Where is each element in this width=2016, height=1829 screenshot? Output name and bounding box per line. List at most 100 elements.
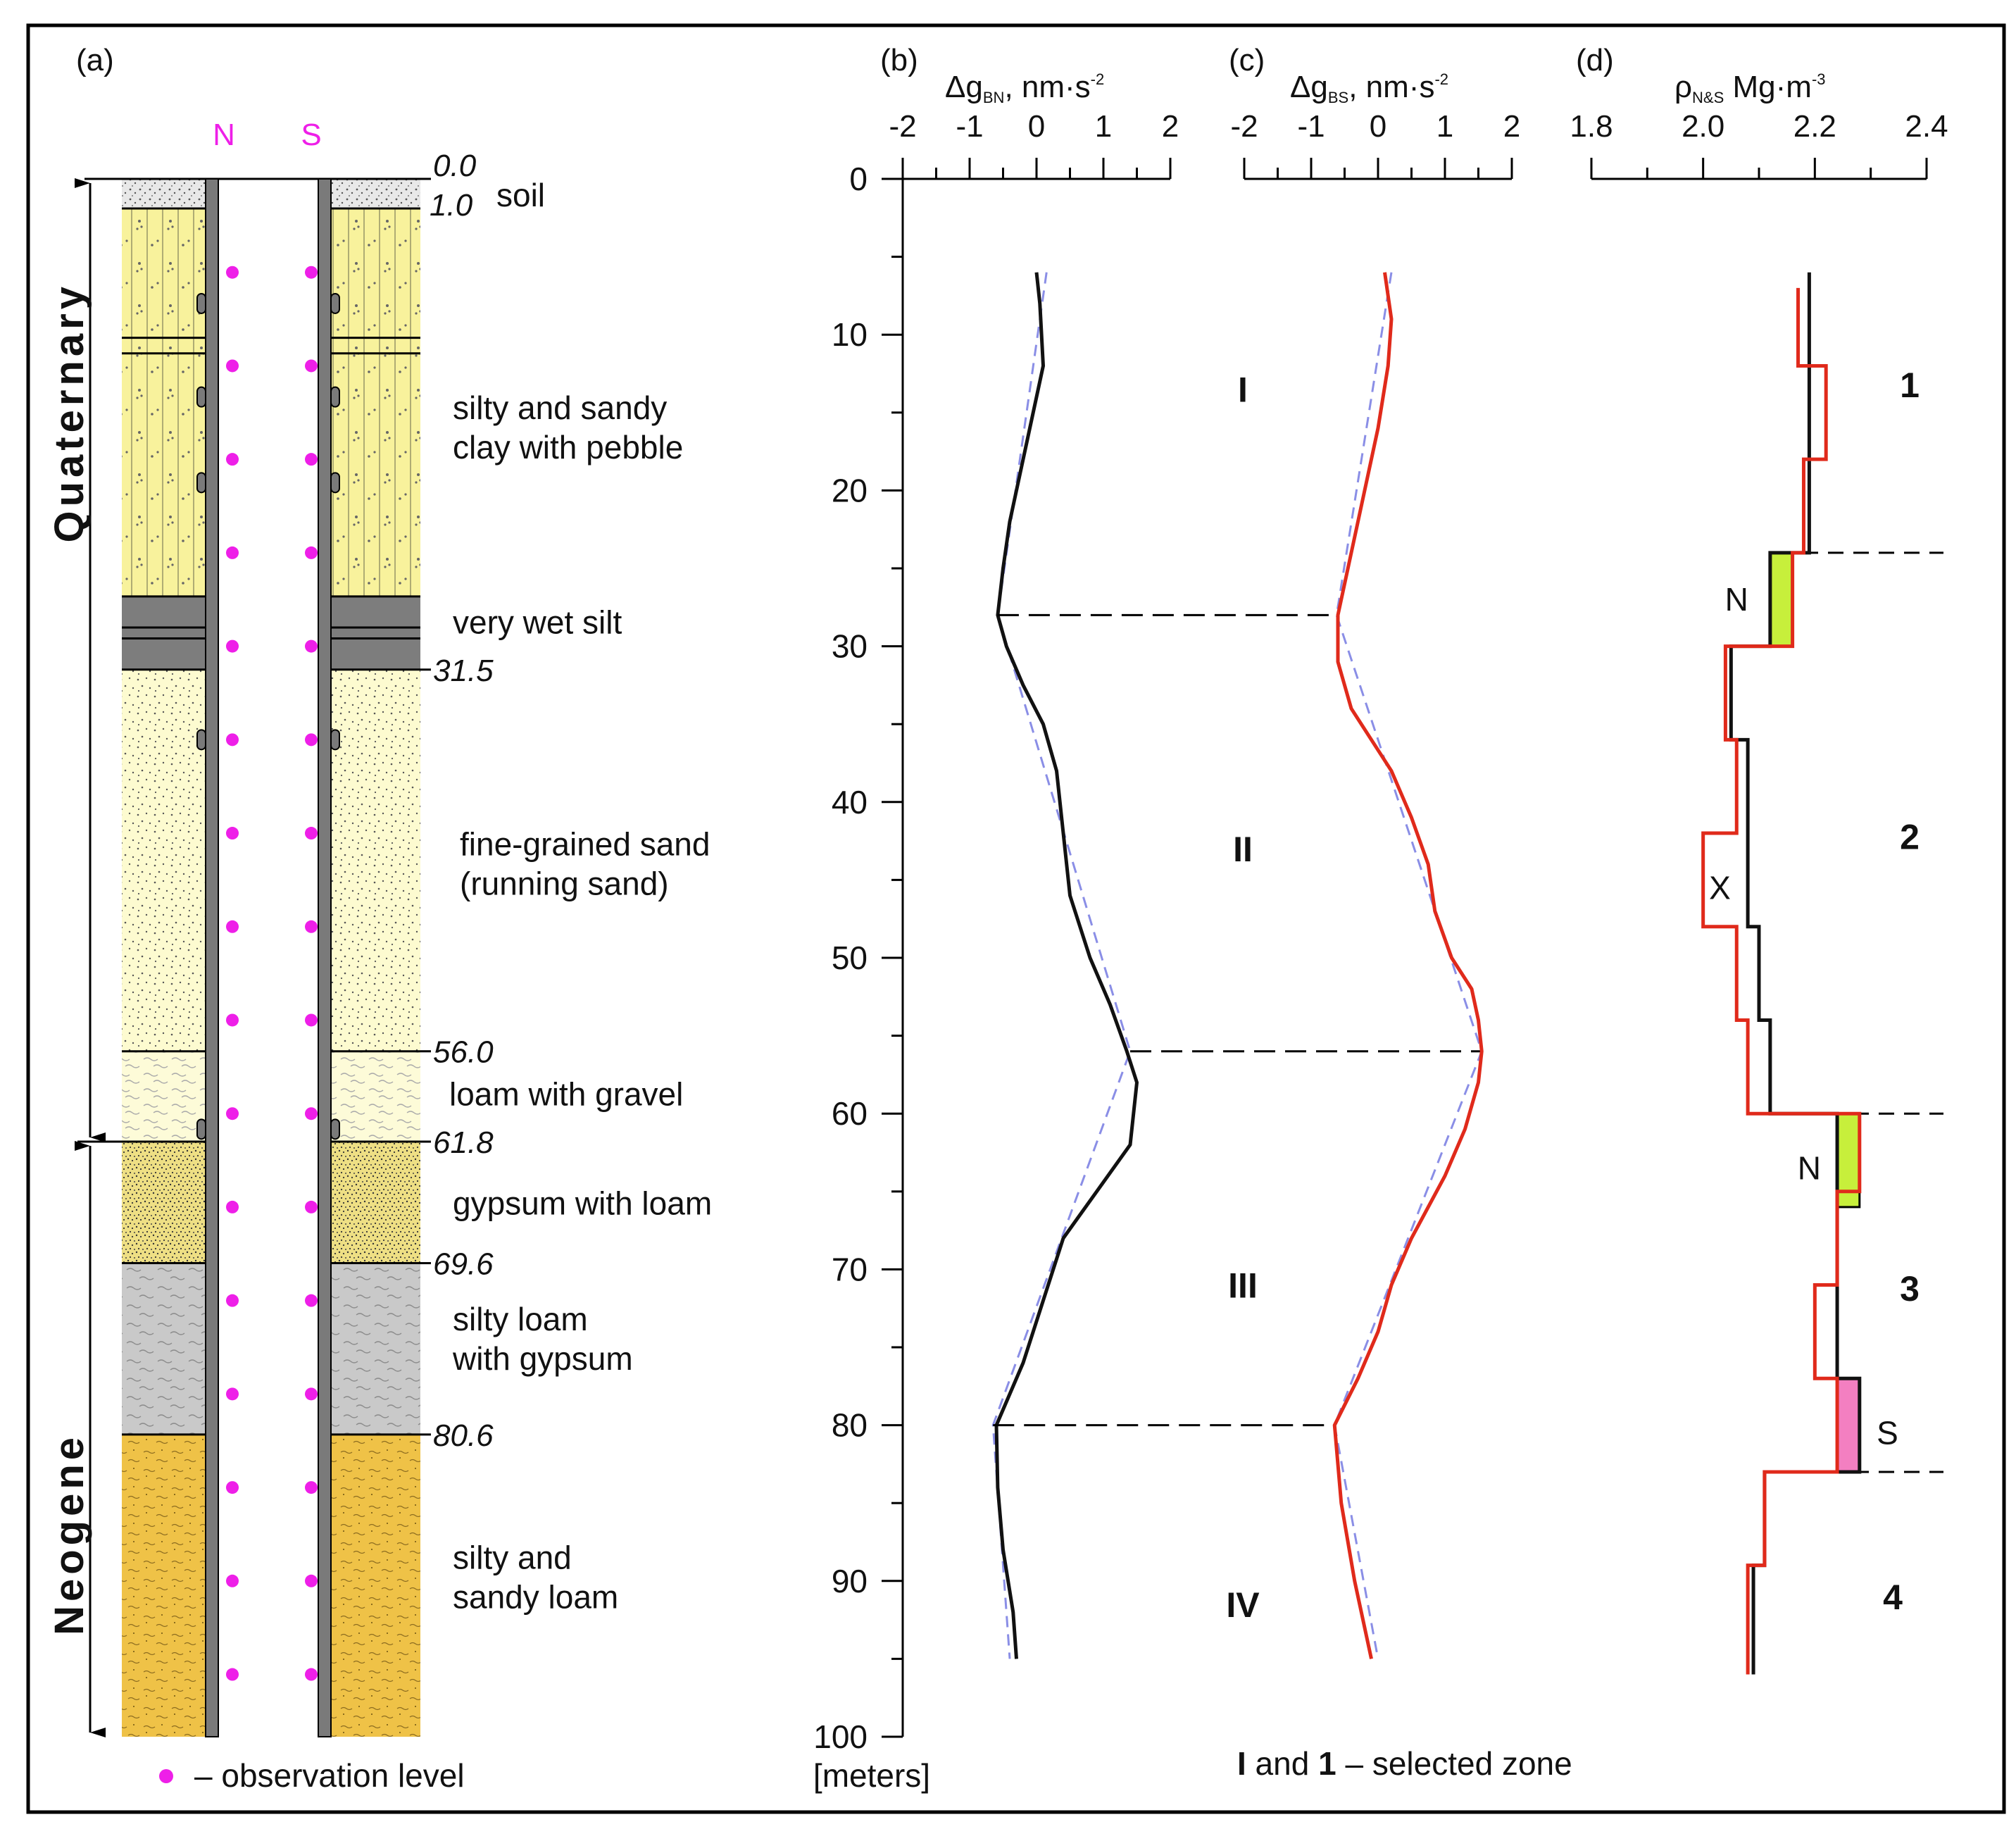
x-tick-label: -1: [1297, 109, 1325, 144]
footnote-rest: – selected zone: [1336, 1745, 1572, 1782]
borehole-n: [205, 178, 219, 1737]
x-tick-label: 0: [1028, 109, 1045, 144]
highlight-box-s: [1836, 1377, 1861, 1473]
x-tick-label: 1: [1095, 109, 1112, 144]
figure-frame: [26, 23, 2006, 1814]
layer-label-silty-sandy-clay: clay with pebble: [453, 429, 683, 466]
x-tick-label: 2.0: [1682, 109, 1724, 144]
depth-tick-label: 50: [832, 940, 868, 976]
depth-label: 31.5: [433, 654, 494, 688]
packer: [196, 472, 206, 494]
observation-dot-s: [305, 1013, 318, 1027]
depth-tick-label: 10: [832, 316, 868, 353]
layer-silty-sandy-loam-n: [122, 1434, 206, 1737]
observation-dot-s: [305, 1668, 318, 1681]
annotation-n: N: [1798, 1150, 1821, 1187]
layer-label-loam-with-gravel: loam with gravel: [449, 1076, 683, 1113]
wet-silt-band-n: [122, 596, 206, 628]
observation-dot-s: [305, 639, 318, 653]
panel-d-axis-unit: Mg·m: [1724, 70, 1812, 104]
layer-soil-n: [122, 179, 206, 209]
observation-dot-n: [226, 1294, 239, 1307]
layer-fine-grained-sand-n: [122, 669, 206, 1051]
panel-d-axis-exp: -3: [1812, 70, 1826, 88]
depth-label: 1.0: [430, 188, 473, 223]
observation-dot-n: [226, 639, 239, 653]
legend-text: – observation level: [194, 1757, 465, 1794]
observation-dots: [226, 266, 318, 1681]
depth-tick-label: 40: [832, 784, 868, 820]
observation-dot-n: [226, 1013, 239, 1027]
depth-label: 56.0: [433, 1035, 494, 1070]
depth-label: 61.8: [433, 1125, 494, 1160]
observation-dot-n: [226, 546, 239, 559]
layer-silty-loam-gypsum-n: [122, 1263, 206, 1435]
depth-tick-label: 0: [849, 161, 868, 197]
layer-label-silty-sandy-loam: silty and: [453, 1539, 572, 1575]
layer-loam-with-gravel-s: [331, 1051, 420, 1142]
observation-dot-s: [305, 1107, 318, 1121]
zone-label-arabic: 3: [1900, 1269, 1920, 1309]
well-label-n: N: [213, 118, 235, 152]
layer-silty-sandy-clay-n: [122, 208, 206, 597]
layer-label-silty-loam-gypsum: with gypsum: [452, 1340, 633, 1377]
observation-dot-n: [226, 1574, 239, 1587]
observation-dot-n: [226, 453, 239, 466]
packer: [196, 386, 206, 408]
depth-tick-label: 80: [832, 1407, 868, 1444]
x-tick-label: 1: [1436, 109, 1453, 144]
zone-label-roman: III: [1228, 1266, 1258, 1306]
x-tick-label: 2.4: [1905, 109, 1948, 144]
observation-dot-s: [305, 453, 318, 466]
annotation-n: N: [1725, 581, 1748, 618]
packer: [196, 729, 206, 751]
density-curve-s: [1701, 287, 1862, 1675]
annotation-x: X: [1709, 869, 1731, 906]
layer-label-fine-grained-sand: (running sand): [460, 865, 669, 901]
packer: [330, 1118, 340, 1140]
x-tick-label: -2: [889, 109, 916, 144]
observation-dot-n: [226, 733, 239, 747]
x-tick-label: -1: [956, 109, 983, 144]
layer-silty-loam-gypsum-s: [331, 1263, 420, 1435]
layer-silty-sandy-clay-s: [331, 208, 420, 597]
zone-label-arabic: 4: [1883, 1578, 1903, 1617]
panel-d-axis-sub: N&S: [1692, 89, 1724, 106]
observation-dot-s: [305, 920, 318, 933]
zone-label-roman: II: [1233, 830, 1253, 869]
panel-b-label: (b): [880, 43, 918, 77]
layer-label-very-wet-silt: very wet silt: [453, 604, 622, 640]
wet-silt-band-s: [331, 638, 420, 670]
observation-dot-s: [305, 546, 318, 559]
layer-boundaries: [84, 177, 431, 1436]
depth-labels: 0.01.031.556.061.869.680.6: [430, 149, 494, 1453]
observation-dot-s: [305, 1574, 318, 1587]
layer-gypsum-with-loam-s: [331, 1142, 420, 1263]
depth-label: 80.6: [433, 1418, 494, 1453]
depth-tick-label: 90: [832, 1563, 868, 1599]
observation-dot-n: [226, 827, 239, 840]
zone-label-arabic: 2: [1900, 817, 1920, 856]
x-tick-label: 1.8: [1570, 109, 1613, 144]
layer-fills: [122, 179, 420, 1737]
zone-label-roman: IV: [1226, 1585, 1260, 1625]
observation-dot-n: [226, 1387, 239, 1401]
depth-unit-label: [meters]: [813, 1757, 930, 1794]
panel-c-axis-title: ΔgBS, nm·s-2: [1290, 70, 1448, 106]
footnote-bold-1: I: [1237, 1745, 1246, 1782]
depth-tick-label: 100: [813, 1718, 868, 1755]
layer-fine-grained-sand-s: [331, 669, 420, 1051]
boreholes: [196, 178, 340, 1737]
fit-line-c: [1333, 272, 1483, 1659]
observation-dot-s: [305, 733, 318, 747]
borehole-s: [318, 178, 332, 1737]
observation-dot-s: [305, 1387, 318, 1401]
layer-loam-with-gravel-n: [122, 1051, 206, 1142]
depth-label: 0.0: [433, 149, 477, 183]
